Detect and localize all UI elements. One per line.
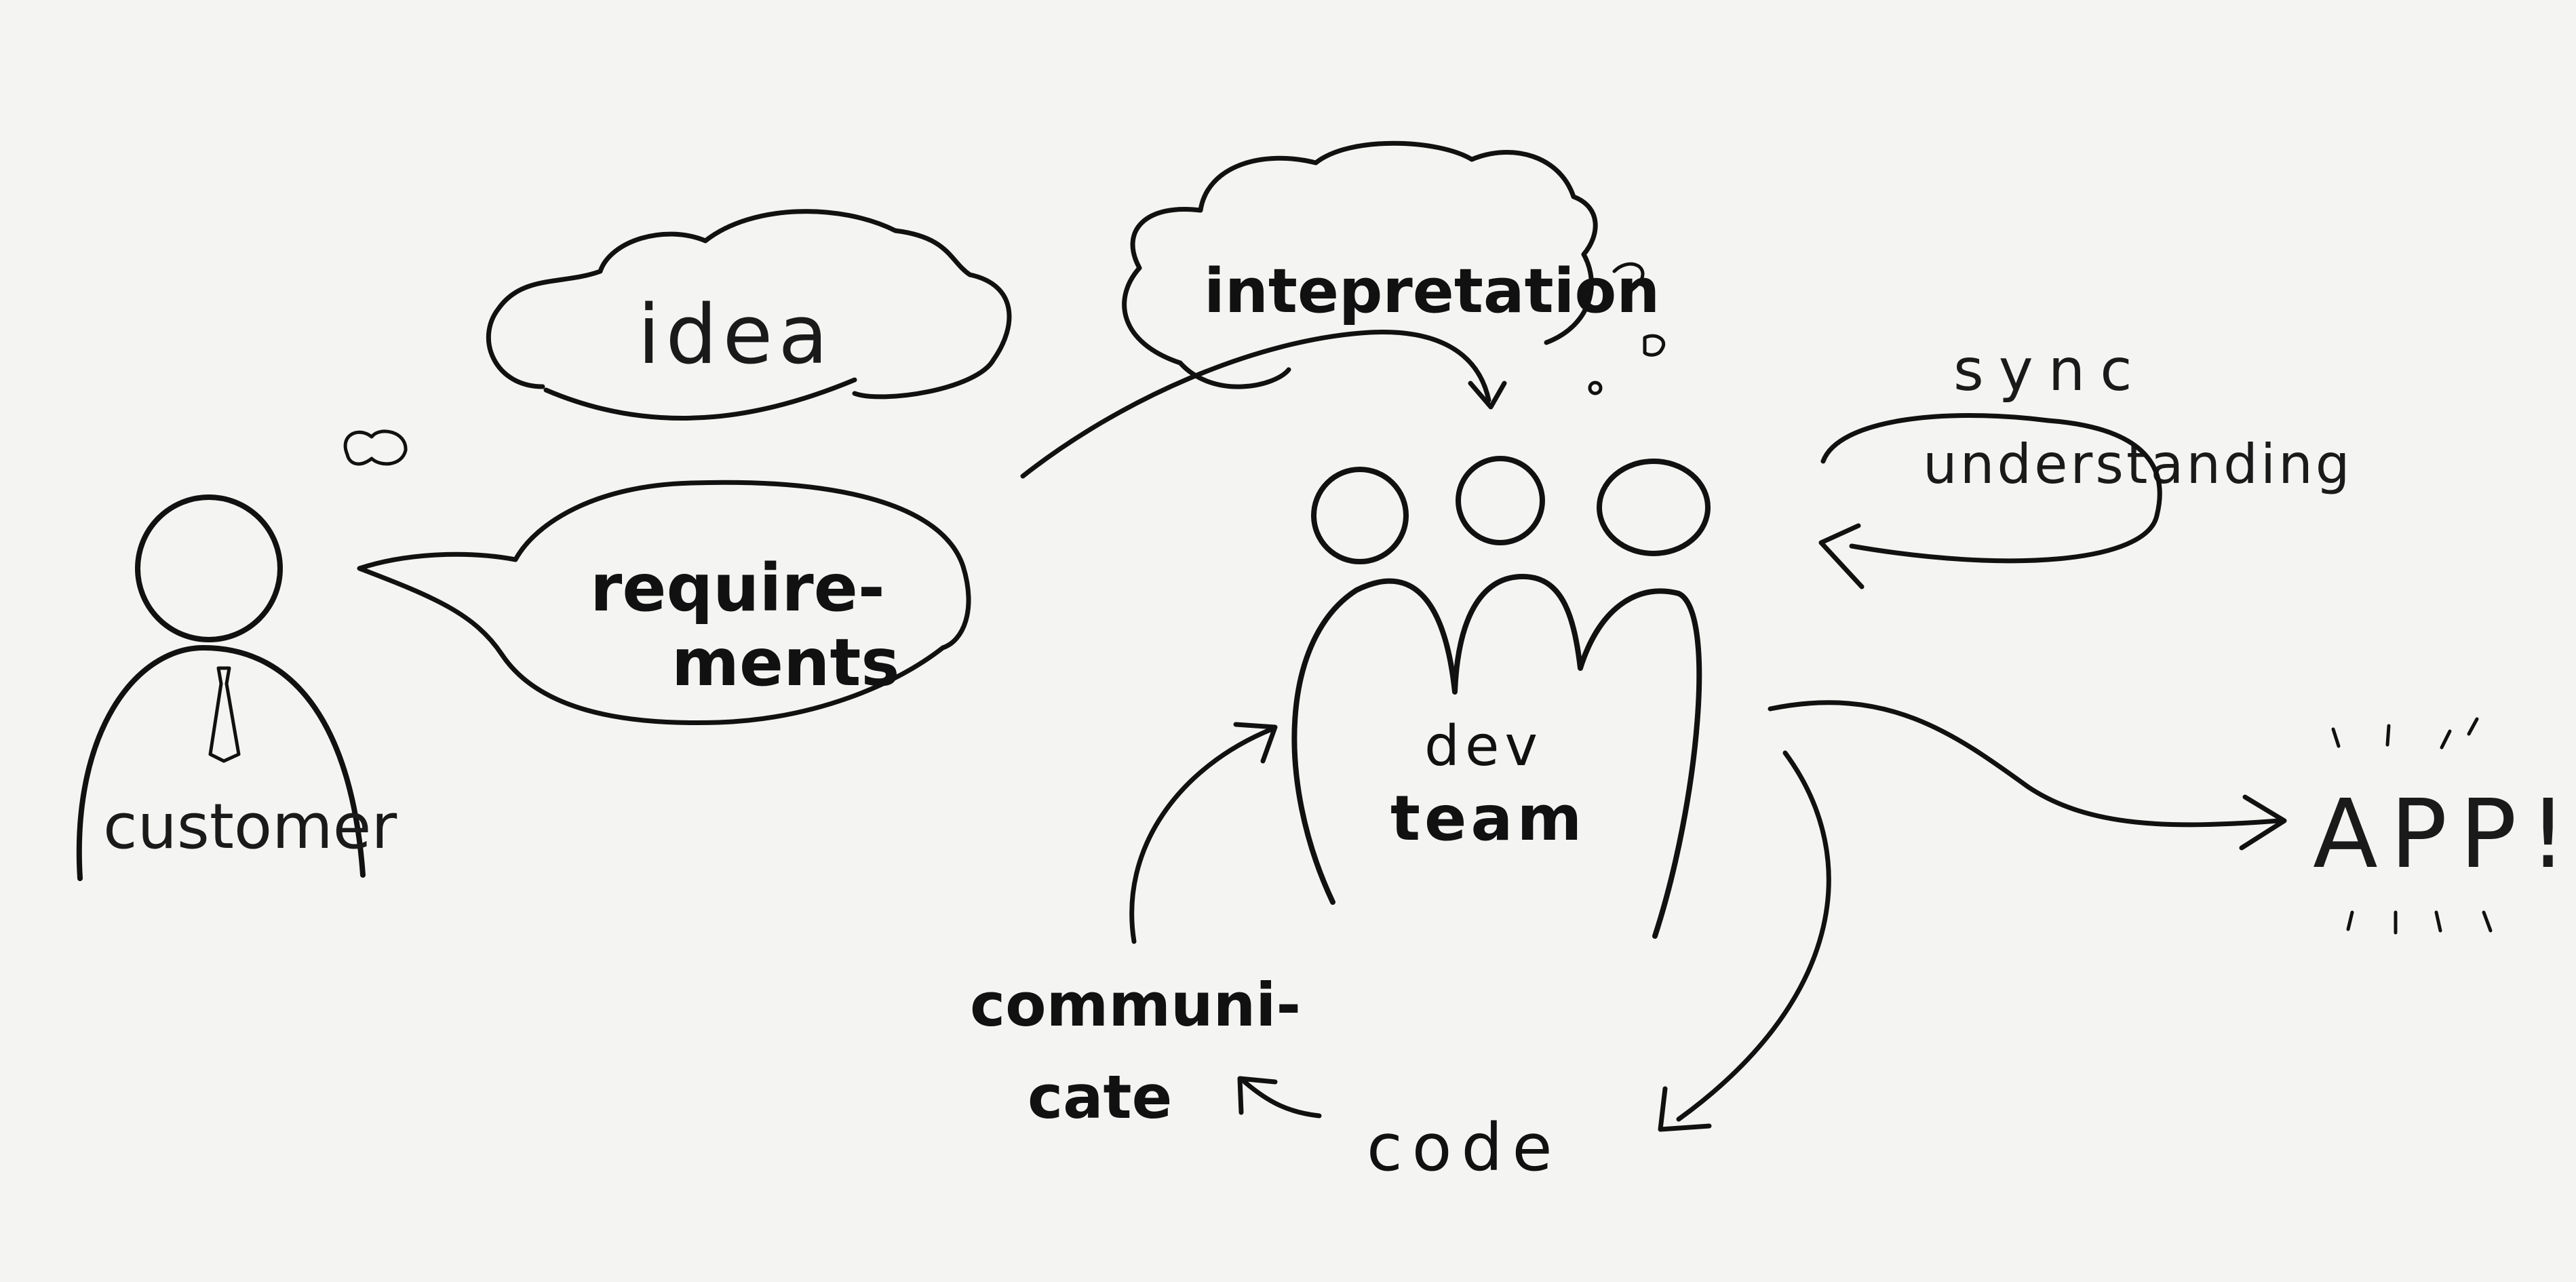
requirements-label-line1: require- <box>590 550 885 626</box>
requirements-to-team-arrow <box>1020 330 1507 479</box>
communicate-label-line1: communi- <box>970 970 1301 1040</box>
requirements-speech-bubble: require- ments <box>357 480 971 725</box>
customer-tie <box>208 666 241 763</box>
customer-figure: customer <box>76 494 397 881</box>
understanding-label: understanding <box>1923 433 2353 496</box>
dev-team-label-line2: team <box>1390 782 1586 855</box>
communicate-label-line2: cate <box>1028 1062 1172 1132</box>
dev-team-label-line1: dev <box>1424 714 1543 779</box>
interpretation-label: intepretation <box>1204 256 1660 327</box>
thought-mark-3 <box>1588 381 1603 395</box>
app-burst: APP! <box>2313 717 2576 935</box>
thought-mark-2 <box>1643 334 1665 357</box>
thought-mark-1 <box>1612 262 1645 304</box>
requirements-label-line2: ments <box>671 625 900 701</box>
sync-understanding-loop: sync understanding <box>1818 336 2353 589</box>
code-label: code <box>1367 1110 1562 1186</box>
team-head-right <box>1597 459 1711 556</box>
dev-team-group: dev team <box>1291 456 1711 939</box>
code-to-communicate-arrow <box>1237 1076 1322 1119</box>
customer-thought-dot <box>343 429 408 466</box>
customer-body <box>76 645 366 881</box>
team-bodies <box>1291 574 1702 939</box>
communicate-to-team-arrow <box>1129 722 1278 944</box>
team-to-app-arrow <box>1768 700 2287 851</box>
communicate-label-group: communi- cate <box>970 970 1301 1132</box>
team-to-code-arrow <box>1658 750 1831 1132</box>
team-head-middle <box>1456 456 1545 545</box>
team-head-left <box>1311 467 1409 564</box>
customer-label: customer <box>103 790 397 863</box>
idea-cloud: idea <box>486 209 1012 421</box>
interpretation-cloud: intepretation <box>1122 140 1660 389</box>
customer-head <box>135 494 283 642</box>
app-label: APP! <box>2313 779 2576 890</box>
sync-label: sync <box>1953 336 2147 404</box>
idea-label: idea <box>638 288 834 383</box>
